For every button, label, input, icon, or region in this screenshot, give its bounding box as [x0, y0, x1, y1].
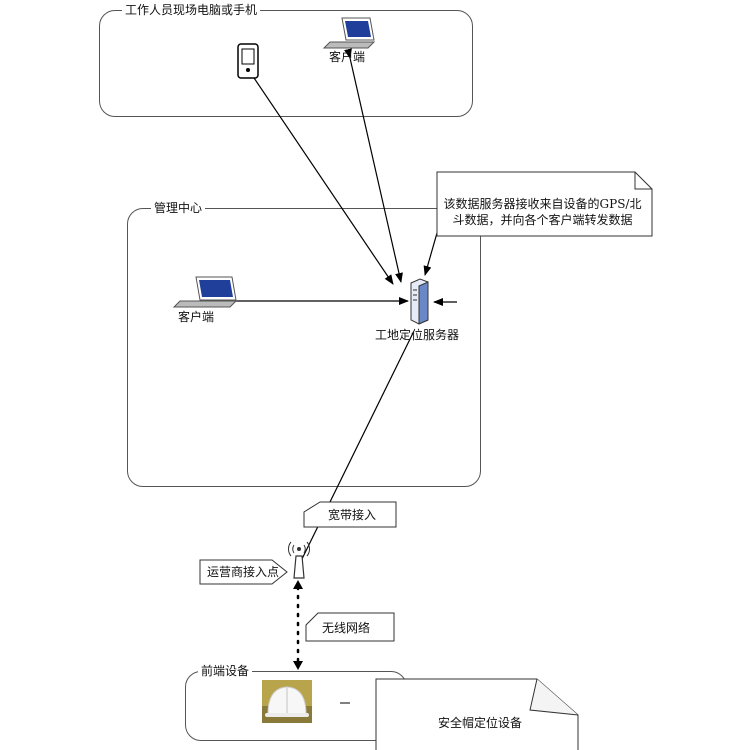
center-group-title: 管理中心 — [151, 201, 206, 215]
server-label: 工地定位服务器 — [375, 328, 460, 342]
wireless-note-text: 无线网络 — [322, 621, 371, 635]
link-server-operator — [299, 332, 414, 564]
frontend-group-title: 前端设备 — [198, 664, 253, 678]
server-note-text: 该数据服务器接收来自设备的GPS/北斗数据，并向各个客户端转发数据 — [443, 197, 642, 227]
wireless-note-box — [305, 612, 395, 642]
server-tower-icon — [410, 278, 429, 325]
note-pointer — [423, 232, 455, 276]
broadband-note-box — [303, 501, 397, 528]
helmet-label: 安全帽定位设备 — [438, 716, 523, 730]
laptop-icon — [172, 276, 238, 308]
server-note-box — [436, 171, 653, 237]
link-phone-server — [241, 62, 394, 285]
center-client-label: 客户端 — [178, 310, 215, 324]
operator-note-box — [199, 559, 288, 585]
field-client-label: 客户端 — [329, 50, 366, 64]
safety-helmet-photo — [262, 680, 312, 723]
helmet-note-box — [375, 678, 579, 750]
mobile-phone-icon — [237, 43, 259, 79]
wireless-antenna-icon — [287, 541, 311, 579]
link-field-client-server — [344, 48, 403, 283]
operator-label: 运营商接入点 — [207, 565, 280, 579]
broadband-note-text: 宽带接入 — [328, 508, 377, 522]
field-group-title: 工作人员现场电脑或手机 — [122, 3, 261, 17]
laptop-icon — [322, 17, 376, 49]
